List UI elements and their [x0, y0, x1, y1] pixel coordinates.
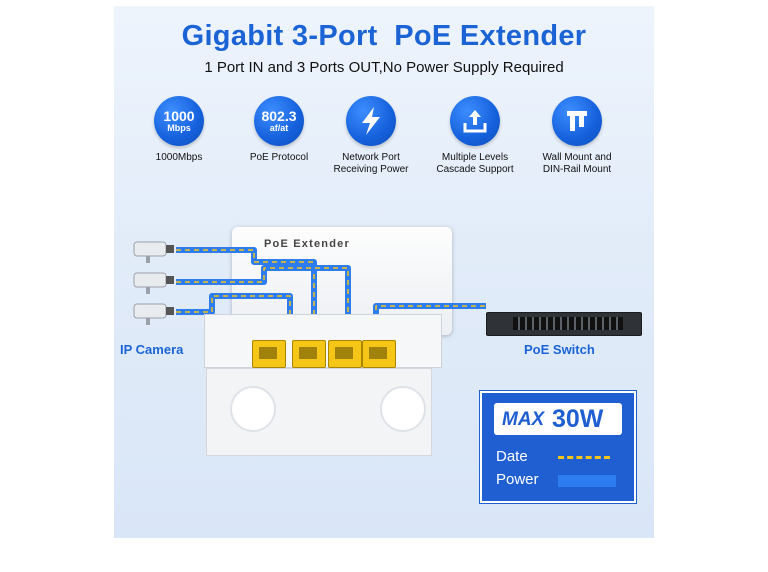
- feature-label: Multiple Levels Cascade Support: [436, 152, 514, 175]
- data-line-swatch: [558, 456, 610, 459]
- ip-camera-1-icon: [130, 238, 178, 264]
- max-power-badge: MAX 30W: [494, 403, 622, 435]
- rj45-port-in: [252, 340, 286, 368]
- lightning-icon: [346, 96, 396, 146]
- ip-camera-3-icon: [130, 300, 178, 326]
- ip-camera-label: IP Camera: [120, 342, 184, 357]
- data-cable-camera-2: [176, 267, 349, 346]
- max-prefix: MAX: [502, 409, 545, 430]
- page-title: Gigabit 3-Port PoE Extender: [181, 20, 587, 52]
- cable-diagram: [176, 247, 486, 346]
- feature-label: Wall Mount and DIN-Rail Mount: [542, 152, 612, 175]
- upload-tray-icon: [450, 96, 500, 146]
- legend-power-label: Power: [496, 471, 539, 488]
- feature-label: Network Port Receiving Power: [333, 152, 409, 175]
- product-banner: Gigabit 3-Port PoE Extender 1 Port IN an…: [114, 6, 654, 538]
- protocol-badge-icon: 802.3 af/at: [254, 96, 304, 146]
- feature-port-power: Network Port Receiving Power: [326, 96, 416, 176]
- ip-camera-2-icon: [130, 269, 178, 295]
- feature-label: PoE Protocol: [249, 152, 309, 163]
- protocol-badge-sub: af/at: [269, 122, 289, 133]
- legend-data-label: Date: [496, 448, 528, 465]
- rj45-port-out-3: [362, 340, 396, 368]
- speed-badge-unit: Mbps: [167, 122, 191, 133]
- poe-switch-label: PoE Switch: [524, 342, 595, 357]
- poe-switch-icon: [486, 312, 642, 336]
- switch-ports: [513, 317, 623, 330]
- page-subtitle: 1 Port IN and 3 Ports OUT,No Power Suppl…: [204, 59, 564, 76]
- max-value: 30W: [552, 405, 604, 433]
- mount-tool-icon: [552, 96, 602, 146]
- data-cable-camera-1: [176, 249, 315, 346]
- mount-hole-left: [230, 386, 276, 432]
- power-line-swatch: [558, 475, 616, 487]
- feature-speed: 1000 Mbps 1000Mbps: [134, 96, 224, 164]
- legend-box: MAX 30W Date Power: [480, 391, 636, 503]
- feature-protocol: 802.3 af/at PoE Protocol: [234, 96, 324, 164]
- rj45-port-out-1: [292, 340, 326, 368]
- speed-badge-value: 1000: [163, 107, 195, 124]
- mount-hole-right: [380, 386, 426, 432]
- protocol-badge-value: 802.3: [261, 107, 297, 124]
- device-label: PoE Extender: [264, 238, 350, 250]
- speed-badge-icon: 1000 Mbps: [154, 96, 204, 146]
- rj45-port-out-2: [328, 340, 362, 368]
- data-cable-camera-3: [176, 295, 291, 346]
- feature-mount: Wall Mount and DIN-Rail Mount: [532, 96, 622, 176]
- feature-label: 1000Mbps: [155, 152, 203, 163]
- feature-cascade: Multiple Levels Cascade Support: [430, 96, 520, 176]
